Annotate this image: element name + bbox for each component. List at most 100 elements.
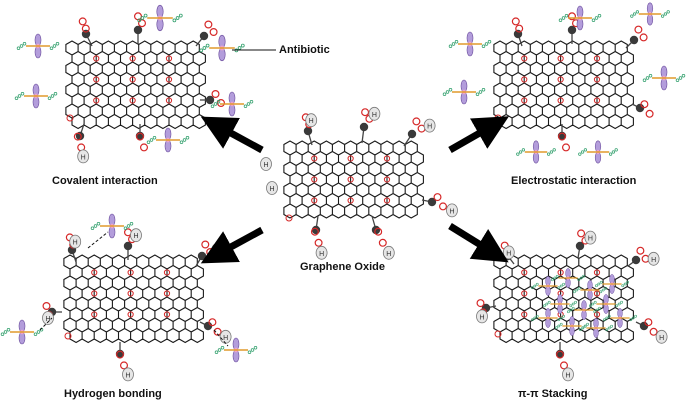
label-covalent-interaction: Covalent interaction [52,175,158,187]
carbonyl-oxygen-atom [361,108,370,117]
hydrogen-atom: H [305,113,318,128]
drug-atom [52,44,57,48]
carboxyl-group: H [476,299,497,324]
hydrogen-atom: H [219,329,232,344]
drug-atom [533,284,537,288]
drug-atom [137,18,142,23]
center-label-graphene-oxide: Graphene Oxide [300,261,385,273]
drug-atom [599,290,603,294]
drug-atom [569,308,573,312]
drug-atom [123,226,128,230]
drug-atom [47,96,52,100]
drug-atom [579,276,583,280]
drug-atom [569,304,573,308]
epoxy-oxygen-atom [129,97,136,104]
antibiotic-molecule [579,318,613,338]
epoxy-oxygen-atom [521,269,528,276]
epoxy-oxygen-atom [593,290,601,297]
carbonyl-oxygen-atom [374,227,383,236]
epoxy-oxygen-atom [91,269,98,276]
hydrogen-atom: H [122,367,134,382]
drug-atom [0,332,5,336]
epoxy-oxygen-atom [494,330,502,338]
carbon-atom [205,95,215,105]
epoxy-oxygen-atom [163,290,171,297]
drug-atom [202,46,207,50]
drug-atom [562,314,565,318]
drug-atom [608,152,613,156]
hydrogen-atom: H [584,230,597,245]
drug-atom [583,324,587,328]
hydrogen-symbol: H [125,372,130,379]
carboxyl-group [625,25,648,49]
graphene-oxide-sheet-covalent: H [65,12,226,164]
hydrogen-symbol: H [223,335,228,342]
drug-atom [614,148,618,152]
carbon-atom [197,251,207,261]
drug-atom [237,46,242,50]
epoxy-oxygen-atom [311,197,318,204]
drug-atom [126,224,131,228]
carbon-atom [567,25,577,35]
carboxyl-group: H [635,318,668,344]
label-hydrogen-bonding: Hydrogen bonding [64,388,162,400]
hydrogen-symbol: H [427,124,432,131]
carboxyl-group: H [359,106,381,144]
epoxy-oxygen-atom [557,269,564,276]
carbonyl-oxygen-atom [208,318,217,327]
epoxy-oxygen-atom [93,76,100,83]
drug-atom [50,94,55,98]
epoxy-oxygen-atom [593,269,601,276]
carbonyl-oxygen-atom [115,350,124,359]
carbon-atom [427,197,437,207]
drug-atom [557,324,561,328]
carboxyl-group [78,17,93,47]
epoxy-oxygen-atom [593,55,601,62]
drug-atom [586,322,589,326]
epoxy-oxygen-atom [91,290,98,297]
hydrogen-atom-shape [266,181,278,195]
graphene-lattice [493,40,634,130]
epoxy-oxygen-atom [93,55,100,62]
drug-atom [564,14,569,18]
drug-atom [577,286,581,290]
drug-atom [481,88,486,92]
epoxy-oxygen-atom [129,76,136,83]
carbonyl-oxygen-atom [476,299,485,308]
drug-atom [589,304,592,308]
drug-atom [475,92,480,96]
arrow-to-electrostatic [448,116,510,154]
drug-atom [559,316,563,320]
hydroxyl-oxygen-atom [561,143,570,152]
hydroxyl-oxygen-atom [378,238,387,247]
carbonyl-oxygen-atom [204,20,213,29]
hydrogen-symbol: H [386,251,391,258]
epoxy-oxygen-atom [557,76,564,83]
carbon-atom [575,241,585,251]
hydroxyl-oxygen-atom [649,327,658,336]
drug-atom [19,44,24,48]
drug-atom [549,150,554,154]
drug-atom [214,350,219,354]
hydroxyl-oxygen-atom [314,238,323,247]
epoxy-oxygen-atom [311,155,318,162]
drug-atom [175,16,180,20]
carbonyl-oxygen-atom [634,25,643,34]
drug-atom [645,76,650,80]
hydrogen-atom-shape [584,230,597,245]
hydrogen-atom: H [382,245,395,260]
hydrogen-bond-dashes [39,317,53,331]
hydrogen-atom-shape [446,203,458,218]
drug-atom [591,302,595,306]
drug-atom [575,288,579,292]
antibiotic-molecule [531,276,565,296]
antibiotic-molecule [531,308,565,328]
drug-atom [610,324,613,328]
drug-atom [213,102,218,106]
drug-atom [140,16,145,20]
antibiotic-molecule [442,79,486,105]
drug-atom [448,44,453,48]
antibiotic-molecule [0,319,44,345]
carbon-atom [199,31,209,41]
